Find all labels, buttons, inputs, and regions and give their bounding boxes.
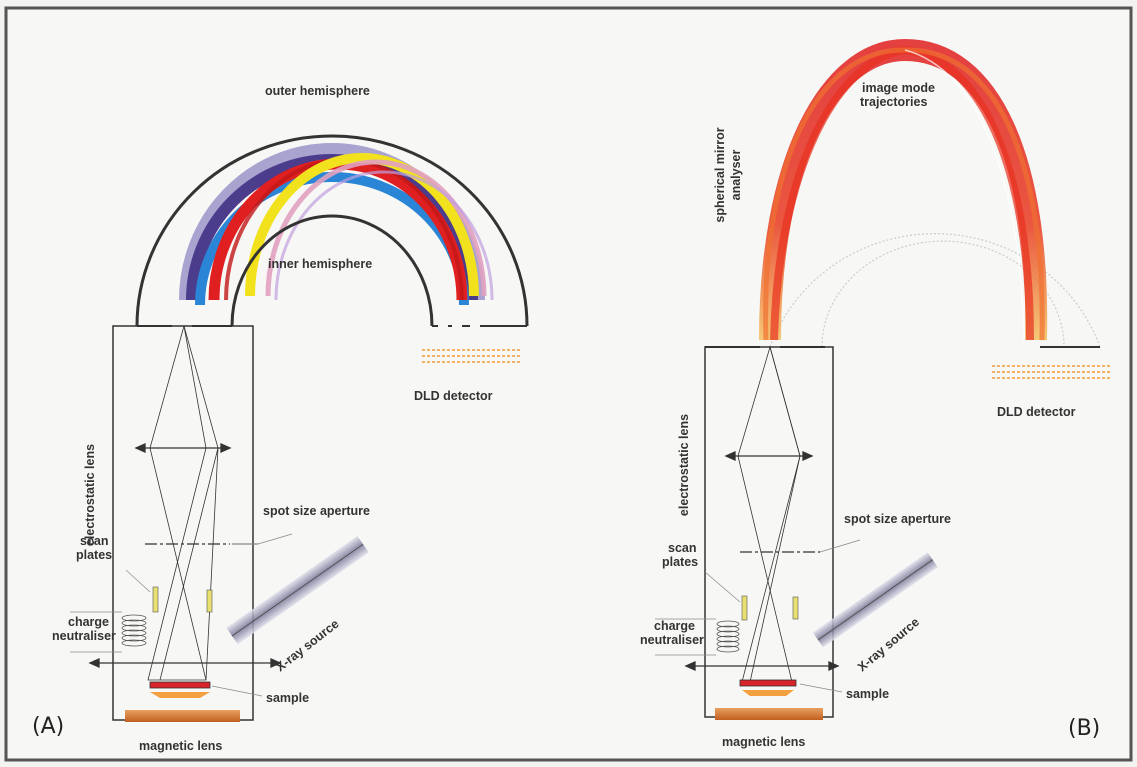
charge-neutraliser bbox=[121, 614, 147, 647]
spot-size-aperture bbox=[145, 533, 293, 545]
energy-band-trajectories bbox=[179, 143, 494, 306]
panel-b-letter: (B) bbox=[1068, 716, 1100, 741]
panel-a-letter: (A) bbox=[32, 714, 64, 739]
panel-b: DLD detector spot size aperture scan pla… bbox=[640, 39, 1110, 749]
panel-a: DLD detector spot size aperture scan pla… bbox=[32, 84, 529, 753]
outer-hemisphere-label: outer hemisphere bbox=[265, 84, 370, 98]
sample-label-b: sample bbox=[846, 687, 889, 701]
sample-holder bbox=[150, 692, 210, 698]
lens-arrow bbox=[134, 442, 232, 454]
faint-outer-sphere bbox=[769, 233, 1101, 348]
charge-neutraliser-label-1: charge bbox=[68, 615, 109, 629]
magnetic-lens-label: magnetic lens bbox=[139, 739, 222, 753]
xray-source-b bbox=[812, 552, 938, 648]
magnetic-lens-b bbox=[715, 708, 823, 720]
xray-source bbox=[226, 536, 369, 645]
charge-neutraliser-label-b-1: charge bbox=[654, 619, 695, 633]
image-mode-label-2: trajectories bbox=[860, 95, 927, 109]
image-mode-label-1: image mode bbox=[862, 81, 935, 95]
scan-plate-left bbox=[152, 586, 159, 613]
charge-neutraliser-label-b-2: neutraliser bbox=[640, 633, 704, 647]
electron-beam bbox=[147, 325, 207, 681]
scan-plate-left-b bbox=[741, 595, 748, 621]
scan-plate-right bbox=[206, 589, 213, 613]
lens-arrow-b bbox=[724, 450, 814, 462]
stage-arrow-b bbox=[684, 660, 840, 672]
spherical-mirror-label-1: spherical mirror bbox=[713, 127, 727, 222]
scan-plates-label-2: plates bbox=[76, 548, 112, 562]
spot-size-aperture-label-b: spot size aperture bbox=[844, 512, 951, 526]
sample-holder-b bbox=[742, 690, 794, 696]
sample-b bbox=[739, 679, 797, 687]
sample-label: sample bbox=[266, 691, 309, 705]
stage-arrow bbox=[88, 657, 282, 669]
sample bbox=[149, 681, 211, 689]
inner-hemisphere-label: inner hemisphere bbox=[268, 257, 372, 271]
dld-detector-label-b: DLD detector bbox=[997, 405, 1076, 419]
charge-neutraliser-b bbox=[716, 620, 740, 653]
electrostatic-lens-label-b: electrostatic lens bbox=[677, 414, 691, 516]
scan-plates-label-b-1: scan bbox=[668, 541, 697, 555]
electrostatic-lens-label: electrostatic lens bbox=[83, 444, 97, 546]
outer-hemisphere bbox=[135, 134, 529, 327]
charge-neutraliser-label-2: neutraliser bbox=[52, 629, 116, 643]
spot-size-aperture-b bbox=[740, 539, 861, 553]
scan-plates-label-b-2: plates bbox=[662, 555, 698, 569]
spot-size-aperture-label: spot size aperture bbox=[263, 504, 370, 518]
image-mode-trajectories bbox=[759, 39, 1048, 341]
scan-plates-label-1: scan bbox=[80, 534, 109, 548]
spherical-mirror-label-2: analyser bbox=[729, 149, 743, 200]
figure-frame bbox=[4, 6, 1133, 762]
dld-detector-label: DLD detector bbox=[414, 389, 493, 403]
scan-plate-right-b bbox=[792, 596, 799, 620]
inner-hemisphere bbox=[230, 214, 434, 327]
magnetic-lens bbox=[125, 710, 240, 722]
magnetic-lens-label-b: magnetic lens bbox=[722, 735, 805, 749]
dld-detector bbox=[422, 349, 522, 363]
faint-inner-sphere bbox=[821, 240, 1065, 348]
